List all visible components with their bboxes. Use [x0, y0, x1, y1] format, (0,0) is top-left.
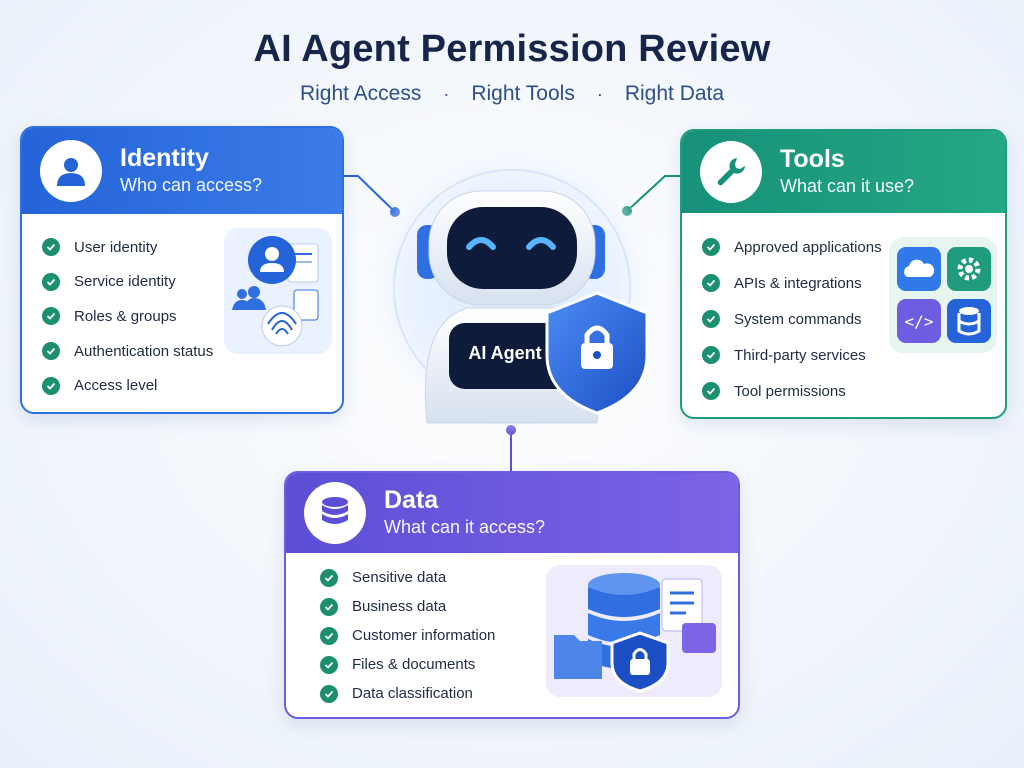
list-item: Data classification	[320, 679, 718, 708]
ai-agent-illustration	[357, 133, 667, 443]
list-item: APIs & integrations	[702, 265, 985, 301]
tools-header: Tools What can it use?	[682, 131, 1005, 213]
identity-illustration-icon	[224, 228, 332, 354]
list-item: User identity	[42, 230, 322, 265]
check-icon	[42, 342, 60, 361]
data-title: Data	[384, 486, 439, 515]
data-card: Data What can it access? Sensitive data …	[284, 471, 740, 719]
check-icon	[702, 310, 720, 328]
tag-access: Right Access	[299, 82, 422, 105]
identity-title: Identity	[120, 144, 209, 173]
list-item: Third-party services	[702, 337, 985, 373]
check-icon	[320, 568, 338, 587]
robot-icon	[362, 138, 662, 438]
check-icon	[320, 626, 338, 645]
tag-tools: Right Tools	[471, 82, 575, 105]
tools-title: Tools	[780, 145, 845, 174]
list-item: Sensitive data	[320, 563, 718, 592]
list-item: Approved applications	[702, 229, 985, 265]
tools-card: Tools What can it use? Approved applicat…	[680, 129, 1007, 419]
data-header: Data What can it access?	[286, 473, 738, 553]
check-icon	[702, 238, 720, 256]
list-item: Roles & groups	[42, 299, 322, 334]
check-icon	[42, 376, 60, 395]
check-icon	[320, 684, 338, 703]
identity-header: Identity Who can access?	[22, 128, 342, 214]
identity-list: User identity Service identity Roles & g…	[22, 214, 342, 412]
list-item: System commands	[702, 301, 985, 337]
tag-data: Right Data	[624, 82, 725, 105]
data-list: Sensitive data Business data Customer in…	[286, 553, 738, 717]
list-item: Authentication status	[42, 334, 322, 369]
svg-text:</>: </>	[905, 312, 934, 331]
data-subtitle: What can it access?	[384, 517, 546, 538]
check-icon	[42, 238, 60, 257]
user-icon	[40, 140, 102, 202]
tools-illustration-icon: </>	[889, 237, 997, 353]
database-icon	[304, 482, 366, 544]
check-icon	[702, 382, 720, 400]
check-icon	[320, 597, 338, 616]
list-item: Files & documents	[320, 650, 718, 679]
list-item: Business data	[320, 592, 718, 621]
check-icon	[702, 274, 720, 292]
agent-label: AI Agent	[468, 343, 542, 363]
page-title: AI Agent Permission Review	[253, 28, 771, 70]
wrench-icon	[700, 141, 762, 203]
list-item: Access level	[42, 368, 322, 403]
identity-subtitle: Who can access?	[120, 175, 263, 196]
tools-subtitle: What can it use?	[780, 176, 915, 197]
check-icon	[702, 346, 720, 364]
list-item: Tool permissions	[702, 373, 985, 409]
list-item: Service identity	[42, 265, 322, 300]
separator-dot: ·	[443, 83, 450, 104]
identity-card: Identity Who can access? User identity S…	[20, 126, 344, 414]
check-icon	[42, 307, 60, 326]
data-illustration-icon	[546, 565, 722, 697]
list-item: Customer information	[320, 621, 718, 650]
check-icon	[320, 655, 338, 674]
tagline: Right Access · Right Tools · Right Data	[0, 82, 1024, 106]
tools-list: Approved applications APIs & integration…	[682, 213, 1005, 417]
separator-dot: ·	[596, 83, 603, 104]
check-icon	[42, 272, 60, 291]
